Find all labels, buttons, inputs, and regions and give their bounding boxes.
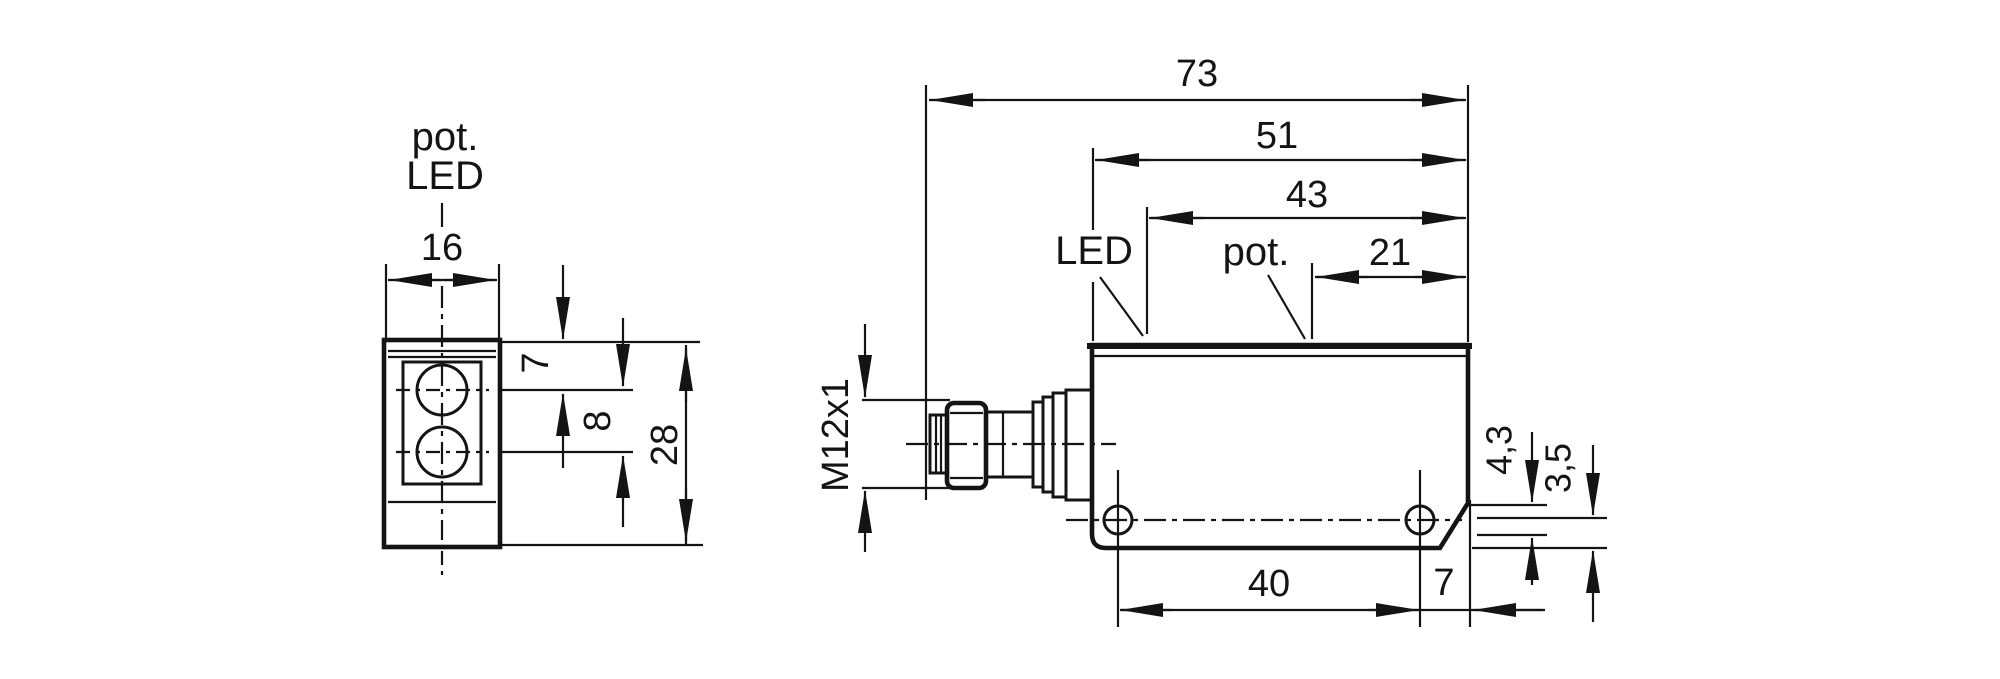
front-dim-width: 16 [421,227,463,269]
led-leader-line [1099,276,1144,337]
side-dim-overall: 73 [1176,53,1218,95]
m12-connector [906,388,1116,502]
front-dim-spacing: 8 [577,410,619,431]
front-view: pot. LED 16 7 8 [381,115,703,579]
front-led-label: LED [406,154,484,198]
side-housing-outline [1089,342,1471,551]
front-pot-label: pot. [412,115,479,159]
side-dim-slot-width: 4,3 [1479,425,1520,475]
side-dim-hole-spacing: 40 [1248,563,1290,605]
side-dim-thread: M12x1 [815,378,857,492]
side-dim-led: 43 [1286,174,1328,216]
side-pot-label: pot. [1223,230,1290,274]
side-view: 73 51 43 21 LED pot. [815,53,1607,627]
side-dim-slot-inner: 3,5 [1538,443,1579,493]
connector-thread-barrel [944,400,989,491]
side-dim-hole-edge: 7 [1433,562,1454,604]
connector-step [1064,388,1094,502]
side-dim-body: 51 [1256,115,1298,157]
front-dim-lens1: 7 [515,352,557,373]
front-dim-height: 28 [644,424,686,466]
pot-leader-line [1267,274,1306,340]
side-led-label: LED [1055,229,1133,273]
side-dim-pot: 21 [1369,232,1411,274]
